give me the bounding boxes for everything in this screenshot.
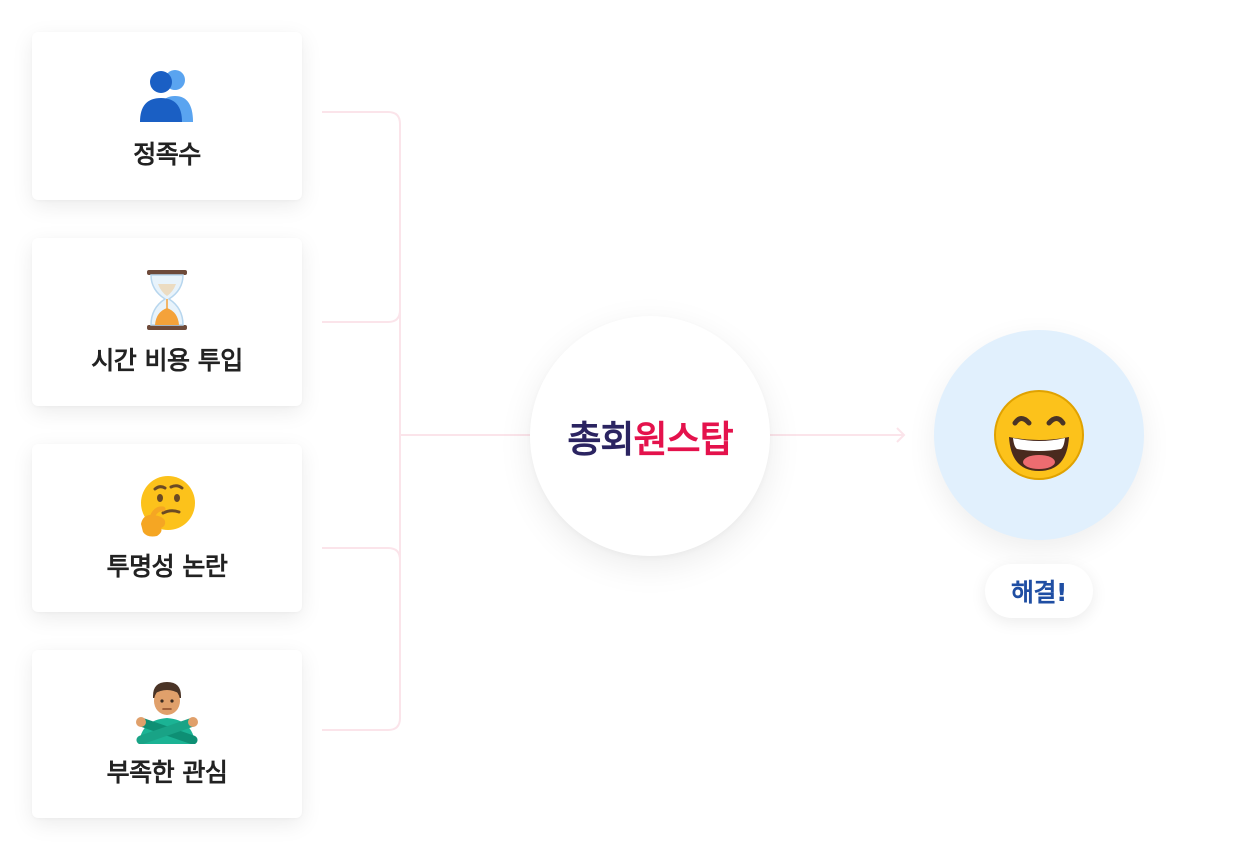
people-icon (140, 70, 193, 122)
result-circle (934, 330, 1144, 540)
brand-logo: 총회원스탑 (567, 409, 733, 463)
brand-logo-part-b: 원스탑 (633, 418, 733, 461)
brand-circle: 총회원스탑 (530, 316, 770, 556)
problem-label: 시간 비용 투입 (91, 346, 243, 375)
crossed-arms-person-icon (136, 682, 198, 744)
problem-card-time-cost: 시간 비용 투입 (32, 238, 302, 406)
hourglass-icon (147, 270, 187, 330)
connector-arrowhead (896, 427, 906, 443)
problem-label: 부족한 관심 (106, 758, 228, 787)
problem-card-transparency: 투명성 논란 (32, 444, 302, 612)
thinking-face-icon (141, 476, 195, 537)
result-badge: 해결! (985, 564, 1093, 618)
connector-card-1 (322, 111, 401, 323)
result-label: 해결! (1011, 578, 1067, 607)
problem-label: 투명성 논란 (106, 552, 228, 581)
grinning-face-icon (994, 390, 1084, 480)
problem-label: 정족수 (133, 140, 201, 169)
problem-card-lack-of-interest: 부족한 관심 (32, 650, 302, 818)
problem-card-quorum: 정족수 (32, 32, 302, 200)
connector-card-3 (322, 547, 401, 731)
brand-logo-part-a: 총회 (567, 418, 634, 461)
